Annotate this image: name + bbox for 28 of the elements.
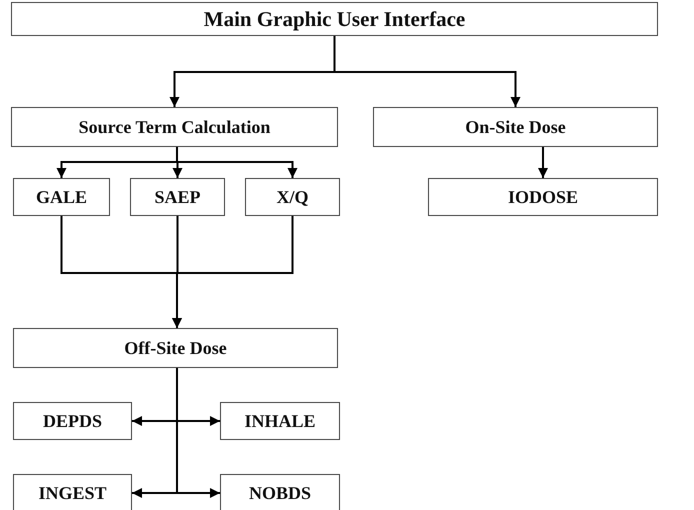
box-label: GALE <box>36 186 87 208</box>
process-box <box>11 2 658 36</box>
arrow <box>176 368 220 498</box>
box-label: INGEST <box>38 482 107 504</box>
box-label: X/Q <box>276 186 308 208</box>
process-box <box>13 328 338 368</box>
box-label: DEPDS <box>42 410 102 432</box>
process-box <box>13 474 132 510</box>
process-box <box>220 402 340 440</box>
process-box <box>13 402 132 440</box>
process-box <box>130 178 225 216</box>
process-box <box>220 474 340 510</box>
box-label: IODOSE <box>508 186 578 208</box>
arrow <box>172 216 294 328</box>
box-label: SAEP <box>154 186 200 208</box>
process-box <box>11 107 338 147</box>
box-label: INHALE <box>244 410 316 432</box>
box-label: Off-Site Dose <box>124 338 227 358</box>
process-box <box>428 178 658 216</box>
process-box <box>373 107 658 147</box>
arrow <box>538 147 548 178</box>
box-label: On-Site Dose <box>465 116 566 138</box>
process-box <box>245 178 340 216</box>
box-label: Source Term Calculation <box>78 116 270 138</box>
arrow <box>334 36 520 107</box>
box-label: NOBDS <box>248 482 311 504</box>
box-label: Main Graphic User Interface <box>204 6 466 32</box>
process-box <box>13 178 110 216</box>
